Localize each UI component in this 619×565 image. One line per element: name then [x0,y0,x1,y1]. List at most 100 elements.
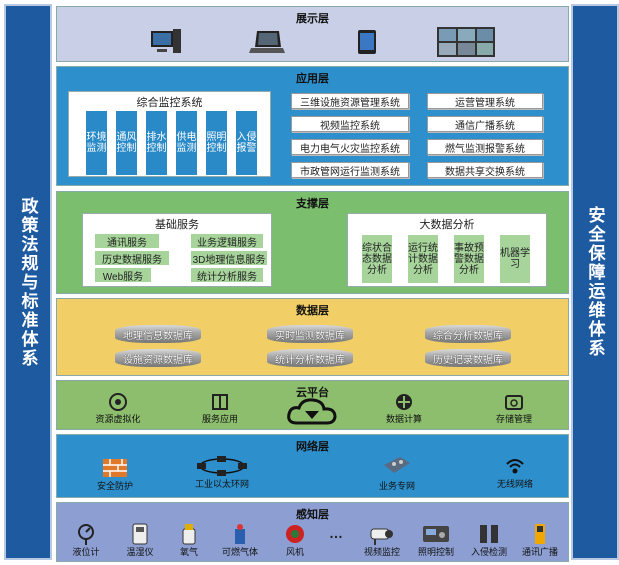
ethernet-ring-item: 工业以太环网 [177,455,267,490]
intrusion-detector-icon [480,525,498,543]
monitor-item: 排水控制 [146,111,167,175]
monitor-item: 环境监测 [86,111,107,175]
database-cylinder: 实时监测数据库 [267,325,353,343]
service-box: Web服务 [95,268,151,283]
system-box: 燃气监测报警系统 [427,139,543,155]
fan-icon [286,525,304,543]
broadcast-icon [535,524,545,544]
compute-icon [396,394,412,410]
network-item-label: 安全防护 [96,481,133,491]
sensor-label: 通讯广播 [521,547,558,557]
monitor-item: 通风控制 [116,111,137,175]
sensor-label: 温湿仪 [126,547,154,557]
sensor-label: 液位计 [72,547,100,557]
sensor-item: 温湿仪 [117,523,163,558]
network-ring-icon [197,456,247,476]
application-layer: 应用层 综合监控系统 环境监测 通风控制 排水控制 供电监测 照明控制 入侵报警… [56,66,569,186]
virtualization-item: 资源虚拟化 [91,392,145,425]
system-box: 通信广播系统 [427,116,543,132]
database-cylinder: 地理信息数据库 [115,325,201,343]
network-layer: 网络层 安全防护 工业以太环网 业务专网 无线网络 [56,434,569,498]
bigdata-item: 综状合态数据分析 [362,235,392,283]
cloud-icon [287,398,337,425]
cloud-layer: 云平台 资源虚拟化 服务应用 数据计算 存储管理 [56,380,569,430]
gas-detector-icon [235,524,245,544]
sensor-item: 风机 [275,523,315,558]
integrated-monitoring-panel: 综合监控系统 环境监测 通风控制 排水控制 供电监测 照明控制 入侵报警 [68,91,271,177]
security-item: 安全防护 [85,457,145,492]
virtualization-icon [109,393,127,411]
monitor-item: 照明控制 [206,111,227,175]
bigdata-panel: 大数据分析 综状合态数据分析 运行统计数据分析 事故预警数据分析 机器学习 [347,213,547,287]
system-box: 运营管理系统 [427,93,543,109]
wireless-item: 无线网络 [485,455,545,490]
sensor-label: 入侵检测 [470,547,507,557]
storage-icon [505,395,523,410]
storage-item: 存储管理 [487,392,541,425]
sensor-label: 照明控制 [417,547,454,557]
support-layer: 支撑层 基础服务 通讯服务 业务逻辑服务 历史数据服务 3D地理信息服务 Web… [56,191,569,294]
system-box: 三维设施资源管理系统 [291,93,409,109]
sensor-item: 照明控制 [411,523,461,558]
sensor-item: 氧气 [169,523,209,558]
sensor-label: 氧气 [179,547,198,557]
network-layer-title: 网络层 [296,441,329,453]
system-box: 视频监控系统 [291,116,409,132]
display-layer: 展示层 [56,6,569,62]
database-cylinder: 历史记录数据库 [425,349,511,367]
private-network-item: 业务专网 [367,453,427,492]
cloud-item-label: 存储管理 [495,414,532,424]
data-compute-item: 数据计算 [377,392,431,425]
monitor-item: 入侵报警 [236,111,257,175]
data-layer-title: 数据层 [296,305,329,317]
cloud-item-label: 数据计算 [385,414,422,424]
router-icon [384,457,410,473]
sensor-item: 入侵检测 [465,523,513,558]
cloud-layer-title: 云平台 [296,387,329,399]
basic-services-panel: 基础服务 通讯服务 业务逻辑服务 历史数据服务 3D地理信息服务 Web服务 统… [82,213,272,287]
bigdata-title: 大数据分析 [419,219,475,231]
firewall-icon [103,459,127,477]
lighting-controller-icon [423,526,449,542]
system-box: 电力电气火灾监控系统 [291,139,409,155]
sensor-item: 液位计 [63,523,109,558]
thermo-hygrometer-icon [132,523,148,545]
service-app-item: 服务应用 [193,392,247,425]
service-box: 业务逻辑服务 [191,234,263,249]
system-box: 市政管网运行监测系统 [291,162,409,178]
service-box: 历史数据服务 [95,251,169,266]
data-layer: 数据层 地理信息数据库 实时监测数据库 综合分析数据库 设施资源数据库 统计分析… [56,298,569,376]
basic-services-title: 基础服务 [155,219,199,231]
network-item-label: 无线网络 [496,479,533,489]
sensor-label: 视频监控 [363,547,400,557]
ellipsis-text: … [329,525,343,541]
perception-layer: 感知层 液位计 温湿仪 氧气 可燃气体 风机 … 视频监控 照明控制 入侵检测 … [56,502,569,562]
wifi-icon [506,459,524,474]
sensor-item: 可燃气体 [213,523,267,558]
security-ops-bar: 安全保障运维体系 [571,4,619,560]
network-item-label: 业务专网 [378,481,415,491]
monitor-item: 供电监测 [176,111,197,175]
perception-layer-title: 感知层 [296,509,329,521]
book-icon [212,394,228,410]
oxygen-sensor-icon [182,524,196,545]
database-cylinder: 综合分析数据库 [425,325,511,343]
cloud-item-label: 服务应用 [201,414,238,424]
sensor-label: 可燃气体 [221,547,258,557]
service-box: 通讯服务 [95,234,159,249]
sensor-item: 视频监控 [357,523,407,558]
desktop-computer-icon [151,29,181,53]
service-box: 3D地理信息服务 [191,251,267,266]
bigdata-item: 运行统计数据分析 [408,235,438,283]
database-cylinder: 统计分析数据库 [267,349,353,367]
display-layer-title: 展示层 [296,13,329,25]
bigdata-item: 事故预警数据分析 [454,235,484,283]
cloud-item-label: 资源虚拟化 [95,414,141,424]
service-box: 统计分析服务 [191,268,263,283]
video-wall-icon [437,27,495,57]
database-cylinder: 设施资源数据库 [115,349,201,367]
system-box: 数据共享交换系统 [427,162,543,178]
bigdata-item: 机器学习 [500,235,530,283]
sensor-item: 通讯广播 [515,523,565,558]
laptop-icon [249,31,285,53]
